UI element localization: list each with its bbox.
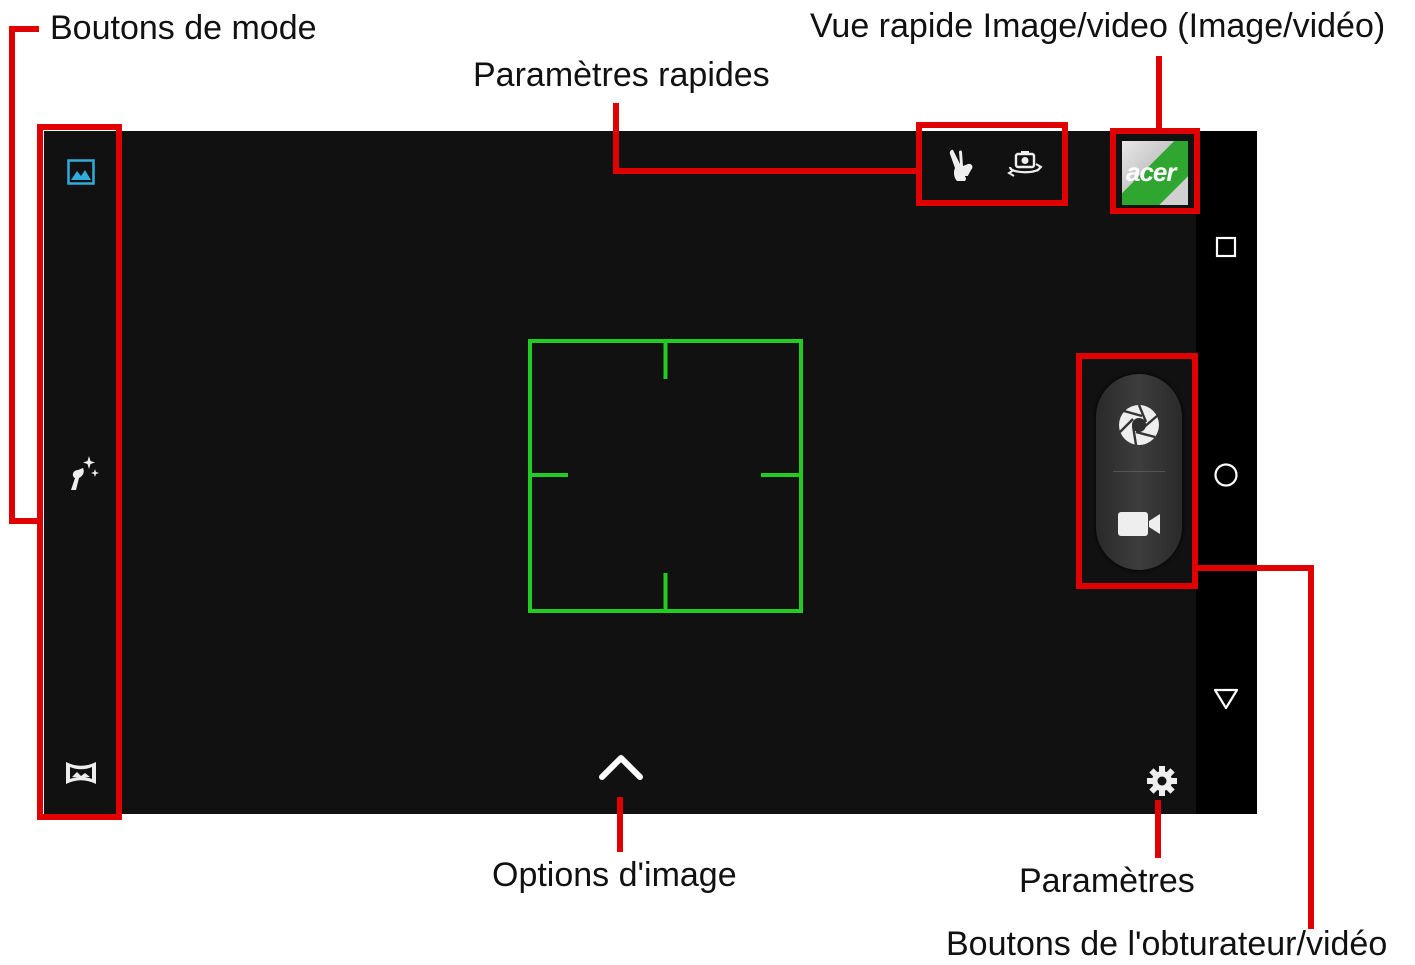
label-settings: Paramètres — [1019, 862, 1195, 900]
shutter-icon — [1119, 404, 1159, 446]
label-quick-settings: Paramètres rapides — [473, 56, 770, 94]
quick-settings-highlight — [916, 122, 1068, 206]
settings-button[interactable] — [1144, 764, 1180, 798]
mode-leader-v — [9, 26, 15, 524]
panorama-mode-icon[interactable] — [62, 756, 100, 790]
quick-view-highlight — [1110, 128, 1200, 214]
system-nav-bar — [1196, 131, 1257, 814]
back-icon[interactable] — [1210, 684, 1242, 714]
gesture-icon[interactable] — [944, 146, 980, 186]
recent-apps-icon[interactable] — [1212, 233, 1240, 261]
shutter-leader-v — [1308, 565, 1314, 929]
label-shutter-video: Boutons de l'obturateur/vidéo — [946, 925, 1388, 963]
shutter-leader-h — [1196, 565, 1314, 571]
label-quick-view: Vue rapide Image/video (Image/vidéo) — [810, 7, 1386, 45]
mode-buttons-highlight — [37, 124, 122, 820]
quick-settings-leader-v — [613, 103, 619, 174]
thumbnail-brand-text: acer — [1126, 157, 1176, 187]
switch-camera-icon[interactable] — [1004, 148, 1046, 182]
quick-view-thumbnail[interactable]: acer — [1122, 141, 1188, 205]
mode-leader-h2 — [9, 518, 41, 524]
home-icon[interactable] — [1210, 459, 1242, 491]
shutter-button[interactable] — [1112, 398, 1166, 452]
chevron-up-icon — [599, 755, 643, 780]
label-image-options: Options d'image — [492, 856, 737, 894]
image-mode-icon[interactable] — [62, 154, 100, 190]
settings-leader — [1155, 800, 1161, 858]
label-mode-buttons: Boutons de mode — [50, 9, 317, 47]
camera-viewfinder[interactable] — [44, 131, 1257, 814]
shutter-video-highlight — [1076, 353, 1198, 589]
beauty-mode-icon[interactable] — [60, 452, 102, 494]
options-leader — [617, 797, 623, 852]
quick-view-leader — [1156, 56, 1162, 130]
gear-icon — [1147, 766, 1177, 796]
video-record-button[interactable] — [1112, 504, 1166, 544]
pill-divider — [1113, 471, 1165, 472]
focus-frame — [528, 339, 803, 613]
mode-leader-h1 — [9, 26, 39, 32]
image-options-button[interactable] — [596, 748, 646, 784]
video-camera-icon — [1118, 512, 1160, 536]
quick-settings-leader-h — [613, 168, 919, 174]
